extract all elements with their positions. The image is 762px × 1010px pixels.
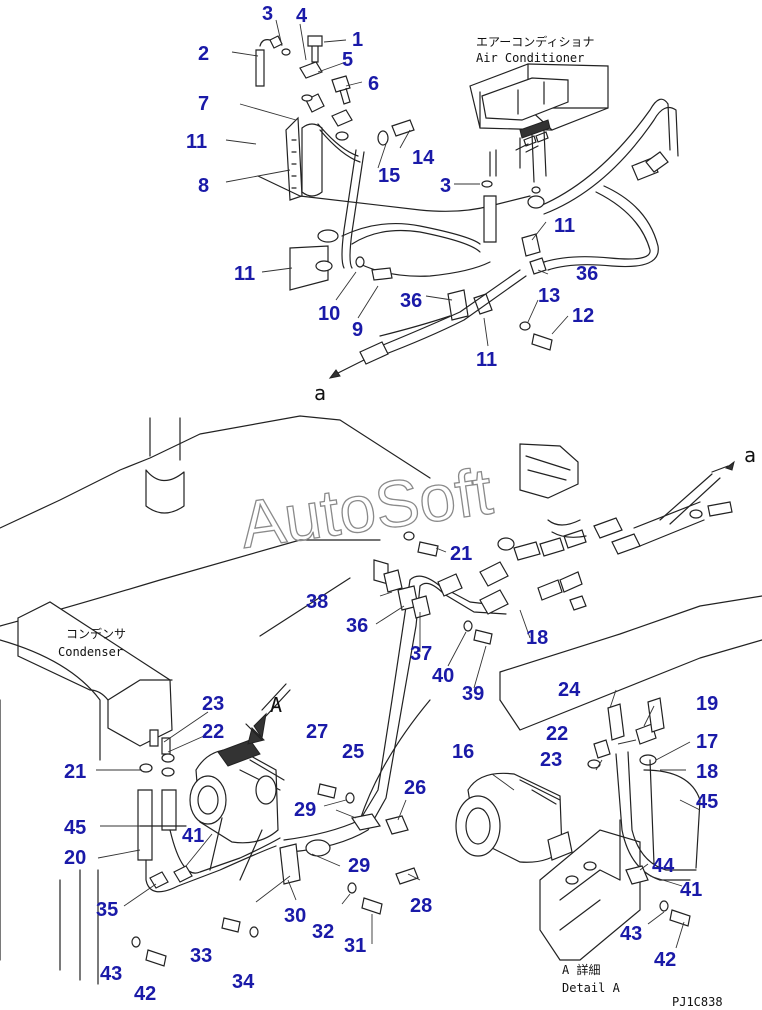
callout-25: 25 xyxy=(342,741,364,763)
bolt-42-detail xyxy=(669,909,691,927)
drawing-code: PJ1C838 xyxy=(672,995,723,1009)
callout-11: 11 xyxy=(476,349,497,371)
callout-19: 19 xyxy=(696,693,718,715)
callout-41: 41 xyxy=(680,879,702,901)
callout-3: 3 xyxy=(440,175,451,197)
callout-27: 27 xyxy=(306,721,328,743)
callout-22: 22 xyxy=(546,723,568,745)
callout-14: 14 xyxy=(412,147,435,169)
callout-29: 29 xyxy=(348,855,370,877)
receiver-drier xyxy=(301,123,323,197)
detail-caption-jp: A 詳細 xyxy=(562,962,600,977)
callout-24: 24 xyxy=(558,679,581,701)
callout-23: 23 xyxy=(202,693,224,715)
callout-22: 22 xyxy=(202,721,224,743)
callout-11: 11 xyxy=(234,263,255,285)
callouts: 1 2 3 4 5 6 7 8 11 15 14 3 11 11 36 13 3… xyxy=(64,3,718,1005)
callout-43: 43 xyxy=(100,963,122,985)
callout-44: 44 xyxy=(652,855,675,877)
bolt-27 xyxy=(317,783,337,799)
bottom-assembly xyxy=(0,415,762,985)
callout-9: 9 xyxy=(352,319,363,341)
callout-34: 34 xyxy=(232,971,255,993)
callout-39: 39 xyxy=(462,683,484,705)
callout-45: 45 xyxy=(64,817,86,839)
callout-42: 42 xyxy=(134,983,156,1005)
callout-5: 5 xyxy=(342,49,353,71)
dryer-bracket xyxy=(519,443,579,499)
callout-16: 16 xyxy=(452,741,474,763)
callout-41: 41 xyxy=(182,825,204,847)
callout-29: 29 xyxy=(294,799,316,821)
callout-11: 11 xyxy=(554,215,575,237)
bolt-14 xyxy=(391,119,415,137)
reference-a-top: a xyxy=(314,381,326,405)
bolt-9 xyxy=(371,267,393,281)
callout-36: 36 xyxy=(400,290,422,312)
callout-35: 35 xyxy=(96,899,118,921)
bolt-21 xyxy=(417,541,439,557)
washer-15 xyxy=(377,130,389,146)
condenser xyxy=(17,601,173,747)
hose-end-2 xyxy=(255,49,265,87)
callout-43: 43 xyxy=(620,923,642,945)
callout-4: 4 xyxy=(296,5,308,27)
callout-17: 17 xyxy=(696,731,718,753)
detail-caption-en: Detail A xyxy=(562,981,621,995)
callout-33: 33 xyxy=(190,945,212,967)
bolt-6 xyxy=(331,75,351,105)
callout-21: 21 xyxy=(450,543,472,565)
small-bolt xyxy=(307,35,323,63)
air-conditioner-caption-jp: エアーコンディショナ xyxy=(476,34,594,49)
condenser-caption-jp: コンデンサ xyxy=(66,626,126,641)
callout-21: 21 xyxy=(64,761,86,783)
callout-13: 13 xyxy=(538,285,560,307)
callout-42: 42 xyxy=(654,949,676,971)
condenser-caption-en: Condenser xyxy=(58,645,123,659)
clamp-bracket-11 xyxy=(289,245,329,291)
callout-30: 30 xyxy=(284,905,306,927)
bolt-12 xyxy=(531,333,553,351)
callout-36: 36 xyxy=(576,263,598,285)
view-marker-label: A xyxy=(270,693,282,717)
callout-15: 15 xyxy=(378,165,400,187)
callout-3: 3 xyxy=(262,3,273,25)
callout-38: 38 xyxy=(306,591,328,613)
top-assembly xyxy=(225,19,679,379)
air-conditioner-caption-en: Air Conditioner xyxy=(476,51,584,65)
callout-18: 18 xyxy=(696,761,718,783)
callout-26: 26 xyxy=(404,777,426,799)
callout-28: 28 xyxy=(410,895,432,917)
small-fitting xyxy=(299,61,323,79)
callout-6: 6 xyxy=(368,73,379,95)
callout-1: 1 xyxy=(352,29,363,51)
callout-20: 20 xyxy=(64,847,86,869)
callout-18: 18 xyxy=(526,627,548,649)
callout-37: 37 xyxy=(410,643,432,665)
mount-bracket xyxy=(539,829,641,961)
callout-12: 12 xyxy=(572,305,594,327)
bolt-31 xyxy=(361,897,383,915)
callout-32: 32 xyxy=(312,921,334,943)
callout-36: 36 xyxy=(346,615,368,637)
callout-31: 31 xyxy=(344,935,366,957)
callout-8: 8 xyxy=(198,175,209,197)
callout-45: 45 xyxy=(696,791,718,813)
callout-23: 23 xyxy=(540,749,562,771)
callout-2: 2 xyxy=(198,43,209,65)
callout-10: 10 xyxy=(318,303,340,325)
view-arrow xyxy=(253,712,267,740)
bolt-33 xyxy=(221,917,241,933)
bolt-39 xyxy=(473,629,493,645)
reference-a-bottom: a xyxy=(744,443,756,467)
callout-7: 7 xyxy=(198,93,209,115)
callout-40: 40 xyxy=(432,665,454,687)
callout-11: 11 xyxy=(186,131,207,153)
bolt-42 xyxy=(145,949,167,967)
